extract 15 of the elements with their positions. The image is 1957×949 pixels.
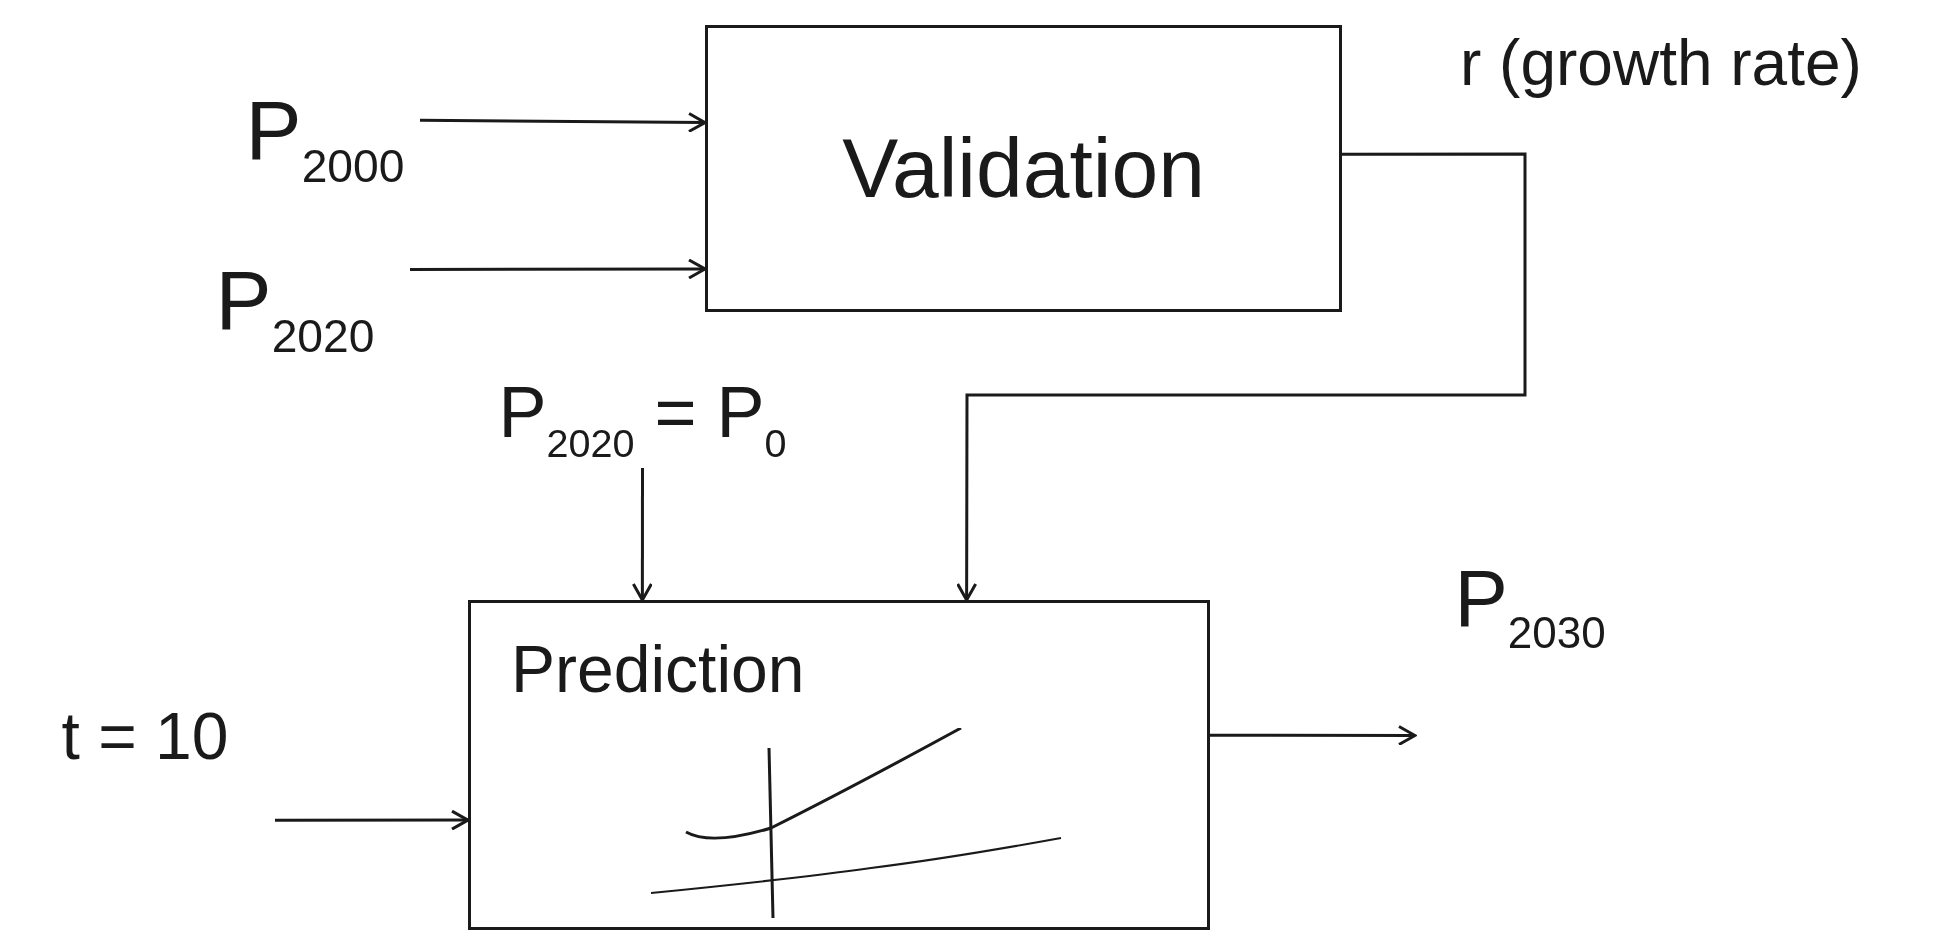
math-label: P$_{2020}$ = P$_{0}$: [498, 372, 787, 466]
arrow: [275, 809, 470, 831]
process-box: [468, 600, 1210, 930]
arrow: [956, 152, 1527, 602]
math-label: P$_{2030}$: [1454, 555, 1606, 658]
math-label: P$_{2000}$: [245, 83, 405, 192]
arrow: [631, 468, 653, 602]
arrow: [410, 258, 707, 280]
box-title: Validation: [842, 122, 1205, 215]
arrow: [420, 111, 707, 133]
box-title: Prediction: [511, 633, 805, 706]
arrow: [1210, 725, 1417, 746]
process-box: [705, 25, 1342, 312]
math-label: t = 10: [61, 700, 229, 773]
math-label: P$_{2020}$: [215, 253, 375, 362]
